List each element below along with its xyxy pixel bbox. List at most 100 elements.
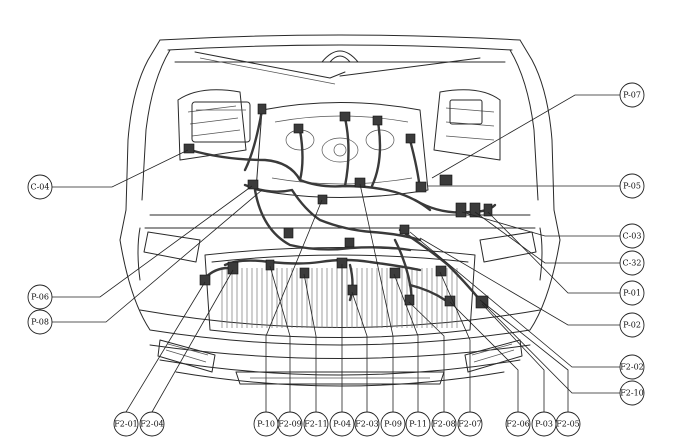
callout-f205: F2-05 xyxy=(555,411,581,437)
callout-circle xyxy=(27,309,53,335)
callout-p09: P-09 xyxy=(380,411,406,437)
callout-label: P-03 xyxy=(535,420,553,429)
callout-label: P-11 xyxy=(409,420,427,429)
connector-p06 xyxy=(247,179,259,190)
callout-circle xyxy=(354,411,380,437)
callout-f206: F2-06 xyxy=(505,411,531,437)
callout-p03: P-03 xyxy=(531,411,557,437)
callout-circle xyxy=(619,223,645,249)
callout-p04: P-04 xyxy=(329,411,355,437)
leader-line-f204 xyxy=(151,269,234,413)
callout-c32: C-32 xyxy=(619,250,645,276)
connector-p10 xyxy=(317,194,328,205)
leader-line-f202 xyxy=(409,231,620,368)
callout-label: P-07 xyxy=(623,91,641,100)
callout-f203: F2-03 xyxy=(354,411,380,437)
connector-f207 xyxy=(435,265,447,277)
connector-p09 xyxy=(389,267,401,279)
callout-label: P-04 xyxy=(333,420,351,429)
leader-line-c32 xyxy=(474,211,620,264)
connector-f208 xyxy=(404,294,415,306)
callout-circle xyxy=(431,411,457,437)
leader-line-p07 xyxy=(431,94,620,179)
callout-label: F2-06 xyxy=(506,420,530,429)
callout-label: F2-01 xyxy=(114,420,138,429)
connector-f206 xyxy=(444,295,456,307)
connector-p01 xyxy=(483,203,493,217)
callout-c03: C-03 xyxy=(619,223,645,249)
connector-c04 xyxy=(183,143,195,154)
callout-f211: F2-11 xyxy=(303,411,329,437)
callout-p06: P-06 xyxy=(27,284,53,310)
connector-engine-1 xyxy=(293,123,304,134)
callout-circle xyxy=(619,312,645,338)
callout-p07: P-07 xyxy=(619,82,645,108)
leader-line-f205 xyxy=(479,299,569,412)
leader-line-p11 xyxy=(393,273,419,412)
callout-label: F2-07 xyxy=(458,420,482,429)
callout-label: F2-03 xyxy=(355,420,379,429)
connector-mid-center xyxy=(344,237,355,248)
callout-circle xyxy=(619,280,645,306)
callout-circle xyxy=(303,411,329,437)
connector-f203 xyxy=(347,284,358,296)
callout-p01: P-01 xyxy=(619,280,645,306)
connector-engine-4 xyxy=(405,133,416,144)
callout-label: F2-05 xyxy=(556,420,580,429)
callout-circle xyxy=(619,380,645,406)
callout-label: P-09 xyxy=(384,420,402,429)
callout-label: F2-11 xyxy=(304,420,328,429)
callout-circle xyxy=(619,250,645,276)
leader-line-f208 xyxy=(408,301,445,412)
callout-c04: C-04 xyxy=(27,174,53,200)
connector-center xyxy=(354,177,366,188)
callout-f204: F2-04 xyxy=(139,411,165,437)
callout-f202: F2-02 xyxy=(619,354,645,380)
connector-f201 xyxy=(199,274,211,286)
leader-line-f207 xyxy=(439,271,471,412)
connector-p05 xyxy=(415,181,427,193)
leader-line-f203 xyxy=(351,291,368,412)
vehicle-body-drawing xyxy=(119,34,561,387)
connector-f209 xyxy=(265,259,275,271)
callout-p11: P-11 xyxy=(405,411,431,437)
callout-circle xyxy=(505,411,531,437)
callout-p10: P-10 xyxy=(253,411,279,437)
callout-label: P-02 xyxy=(623,321,641,330)
callout-label: P-06 xyxy=(31,293,49,302)
leader-line-p02 xyxy=(419,237,620,326)
callout-label: F2-10 xyxy=(620,389,644,398)
connector-top-left xyxy=(257,103,267,115)
connector-c32 xyxy=(469,202,481,218)
callout-circle xyxy=(619,173,645,199)
callout-circle xyxy=(27,284,53,310)
leader-lines xyxy=(52,94,620,413)
callout-label: C-04 xyxy=(30,183,49,192)
callout-f210: F2-10 xyxy=(619,380,645,406)
connector-f204 xyxy=(227,261,239,275)
leader-line-p09 xyxy=(359,183,394,412)
callout-circle xyxy=(329,411,355,437)
callout-circle xyxy=(457,411,483,437)
callout-label: F2-02 xyxy=(620,363,644,372)
leader-line-p01 xyxy=(487,211,620,294)
callout-label: F2-08 xyxy=(432,420,456,429)
callout-circle xyxy=(139,411,165,437)
callout-circle xyxy=(27,174,53,200)
callout-label: P-01 xyxy=(623,289,641,298)
connector-c03 xyxy=(455,202,467,218)
leader-line-p10 xyxy=(265,199,323,412)
connector-engine-3 xyxy=(372,115,383,126)
callout-p02: P-02 xyxy=(619,312,645,338)
callout-f207: F2-07 xyxy=(457,411,483,437)
callout-f209: F2-09 xyxy=(277,411,303,437)
callout-circle xyxy=(405,411,431,437)
leader-line-f201 xyxy=(125,281,206,413)
callout-f208: F2-08 xyxy=(431,411,457,437)
leader-line-f209 xyxy=(269,265,291,412)
connector-p07 xyxy=(439,174,453,186)
callout-labels: P-07P-05C-03C-32P-01P-02F2-02F2-10C-04P-… xyxy=(27,82,645,437)
connector-mid-right xyxy=(399,224,410,235)
leader-line-p08 xyxy=(52,189,263,323)
